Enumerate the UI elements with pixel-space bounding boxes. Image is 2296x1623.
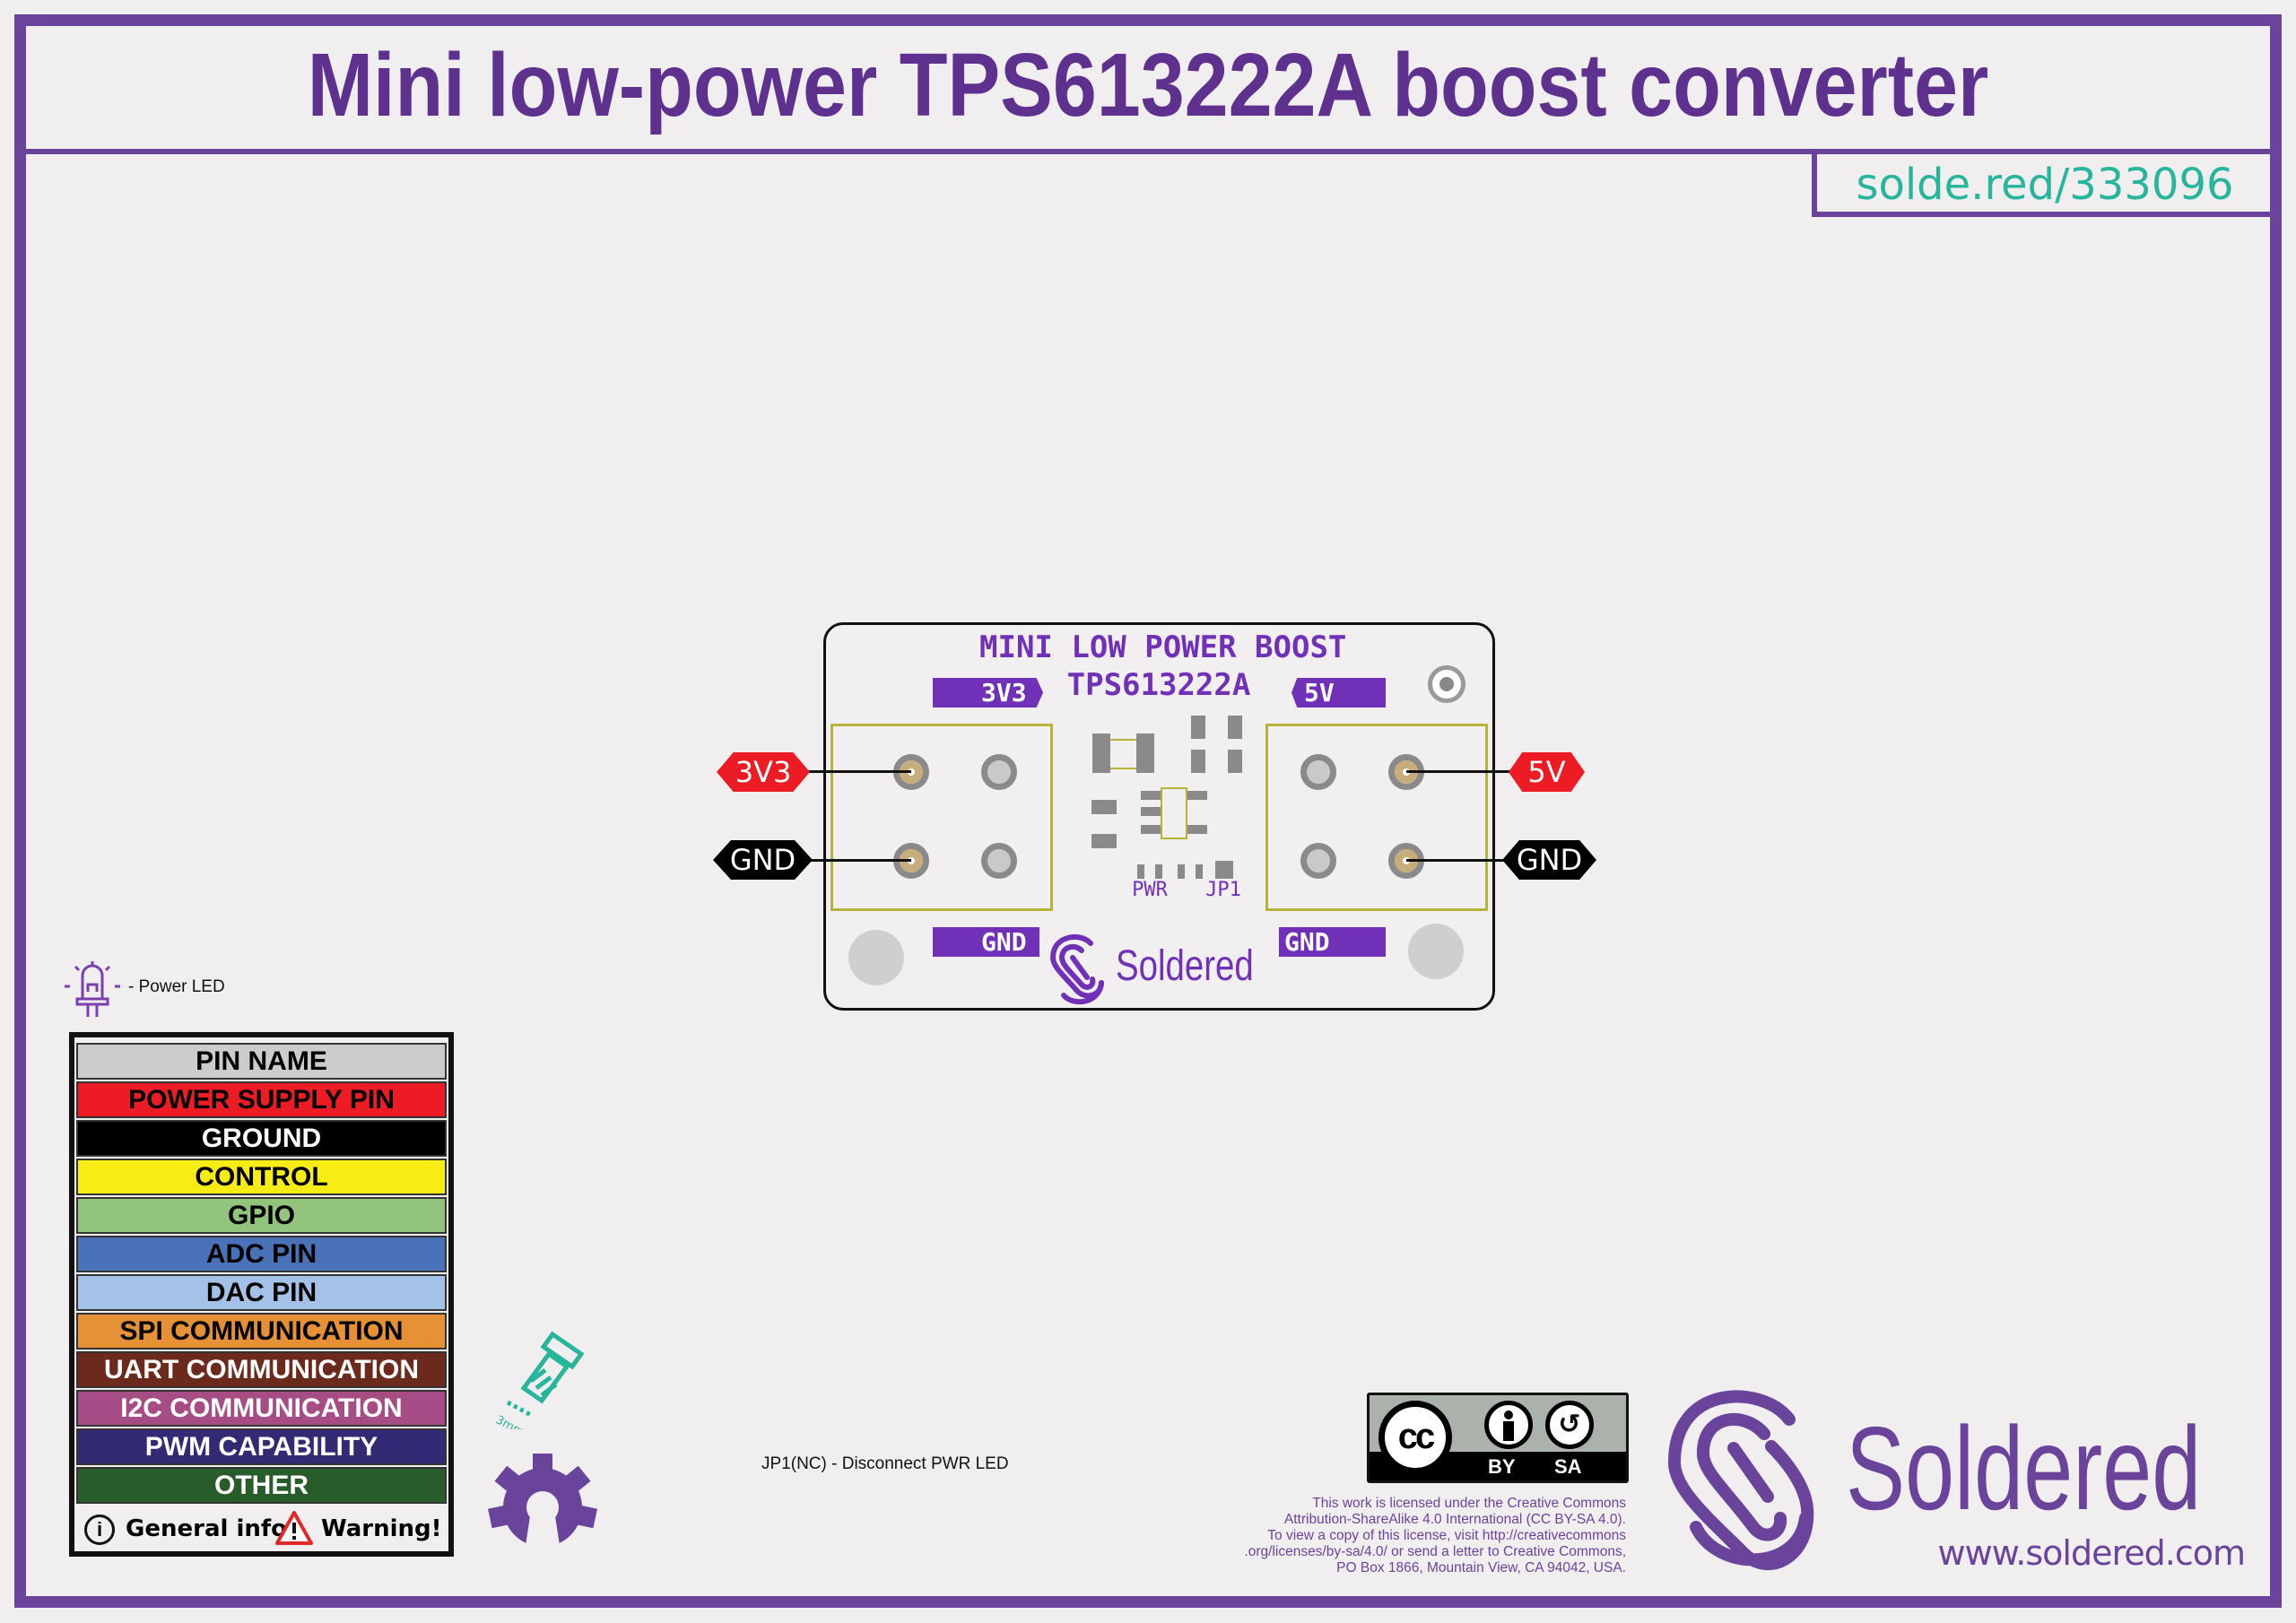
ic-pin xyxy=(1141,807,1161,816)
ic-outline xyxy=(1161,787,1187,839)
silk-tag-gnd-right: GND xyxy=(1279,927,1386,957)
warning-icon xyxy=(275,1511,313,1545)
pad xyxy=(1300,843,1336,879)
pad xyxy=(981,754,1017,790)
legend-row: UART COMMUNICATION xyxy=(76,1351,447,1388)
open-hardware-gear-icon xyxy=(488,1454,597,1562)
capacitor-pad xyxy=(1091,800,1117,814)
license-text-line: To view a copy of this license, visit ht… xyxy=(1267,1528,1626,1543)
screw-size: 3mm xyxy=(495,1413,526,1429)
resistor-pad xyxy=(1196,864,1203,879)
pin-label-3v3: 3V3 xyxy=(717,752,810,792)
left-connector-outline xyxy=(831,724,1053,911)
silk-tag-3v3: 3V3 xyxy=(933,678,1043,707)
title-bar xyxy=(14,14,2282,154)
pad xyxy=(1300,754,1336,790)
label-pwr: PWR xyxy=(1132,879,1168,901)
soldered-logo-icon xyxy=(1049,934,1104,1005)
by-label: BY xyxy=(1488,1455,1516,1478)
callout-line xyxy=(811,859,911,862)
url-box xyxy=(1812,151,2278,217)
led-pad xyxy=(1137,864,1144,879)
warning-label: Warning! xyxy=(321,1515,442,1542)
brand-name: Soldered xyxy=(1846,1402,2202,1534)
pin-label-gnd-left: GND xyxy=(713,840,813,880)
legend-row: POWER SUPPLY PIN xyxy=(76,1081,447,1118)
capacitor-pad xyxy=(1091,834,1117,848)
license-text-line: PO Box 1866, Mountain View, CA 94042, US… xyxy=(1336,1560,1626,1575)
ic-pin xyxy=(1187,791,1207,800)
resistor-pad xyxy=(1178,864,1185,879)
legend-row: I2C COMMUNICATION xyxy=(76,1390,447,1427)
license-text-line: This work is licensed under the Creative… xyxy=(1312,1496,1626,1511)
label-jp1: JP1 xyxy=(1205,879,1241,901)
soldered-brand-logo-icon xyxy=(1667,1390,1814,1571)
mounting-hole xyxy=(848,930,904,985)
mounting-hole xyxy=(1408,924,1464,979)
legend-row: PWM CAPABILITY xyxy=(76,1428,447,1465)
board-chip-name: TPS613222A xyxy=(1066,667,1251,703)
page-frame xyxy=(14,14,2282,1608)
legend-row: PIN NAME xyxy=(76,1043,447,1080)
jumper-pad xyxy=(1215,861,1233,879)
silk-tag-gnd-left: GND xyxy=(933,927,1039,957)
license-text-line: Attribution-ShareAlike 4.0 International… xyxy=(1283,1512,1626,1527)
led-pad xyxy=(1155,864,1162,879)
product-link[interactable]: solde.red/333096 xyxy=(1856,160,2234,210)
board-title: MINI LOW POWER BOOST xyxy=(979,629,1347,665)
sa-label: SA xyxy=(1554,1455,1582,1478)
info-icon: i xyxy=(84,1515,115,1545)
inductor-pad xyxy=(1136,733,1154,773)
inductor-pad xyxy=(1092,733,1110,773)
pin-label-5v: 5V xyxy=(1509,752,1585,792)
inductor-outline xyxy=(1110,739,1136,769)
fiducial-mark xyxy=(1428,665,1465,703)
share-alike-icon: ↺ xyxy=(1545,1401,1594,1449)
legend-row: GROUND xyxy=(76,1120,447,1157)
pad xyxy=(981,843,1017,879)
brand-website[interactable]: www.soldered.com xyxy=(1937,1533,2246,1573)
callout-line xyxy=(807,770,911,773)
legend-row: ADC PIN xyxy=(76,1236,447,1272)
capacitor-pad xyxy=(1228,716,1242,739)
legend-row: GPIO xyxy=(76,1197,447,1234)
general-info-label: General info xyxy=(126,1515,288,1542)
screw-icon: 3mm xyxy=(495,1331,585,1429)
callout-line xyxy=(1406,770,1510,773)
silk-tag-5v: 5V xyxy=(1292,678,1386,707)
pin-label-gnd-right: GND xyxy=(1502,840,1596,880)
capacitor-pad xyxy=(1228,750,1242,773)
ic-pin xyxy=(1141,791,1161,800)
ic-pin xyxy=(1187,825,1207,834)
capacitor-pad xyxy=(1191,716,1205,739)
legend-row: CONTROL xyxy=(76,1159,447,1195)
callout-line xyxy=(1406,859,1505,862)
page-title: Mini low-power TPS613222A boost converte… xyxy=(307,35,1989,135)
board-brand: Soldered xyxy=(1116,942,1254,990)
ic-pin xyxy=(1141,825,1161,834)
led-icon xyxy=(65,961,120,1017)
cc-license-badge[interactable]: cc ↺ BY SA xyxy=(1367,1393,1629,1483)
jp1-note: JP1(NC) - Disconnect PWR LED xyxy=(761,1454,1009,1473)
license-text-line: .org/licenses/by-sa/4.0/ or send a lette… xyxy=(1244,1544,1626,1559)
capacitor-pad xyxy=(1191,750,1205,773)
legend-row: SPI COMMUNICATION xyxy=(76,1313,447,1350)
power-led-note: - Power LED xyxy=(128,977,225,996)
cc-icon: cc xyxy=(1378,1401,1452,1474)
legend-row: DAC PIN xyxy=(76,1274,447,1311)
attribution-icon xyxy=(1484,1401,1533,1449)
right-connector-outline xyxy=(1265,724,1488,911)
legend-row: OTHER xyxy=(76,1467,447,1504)
